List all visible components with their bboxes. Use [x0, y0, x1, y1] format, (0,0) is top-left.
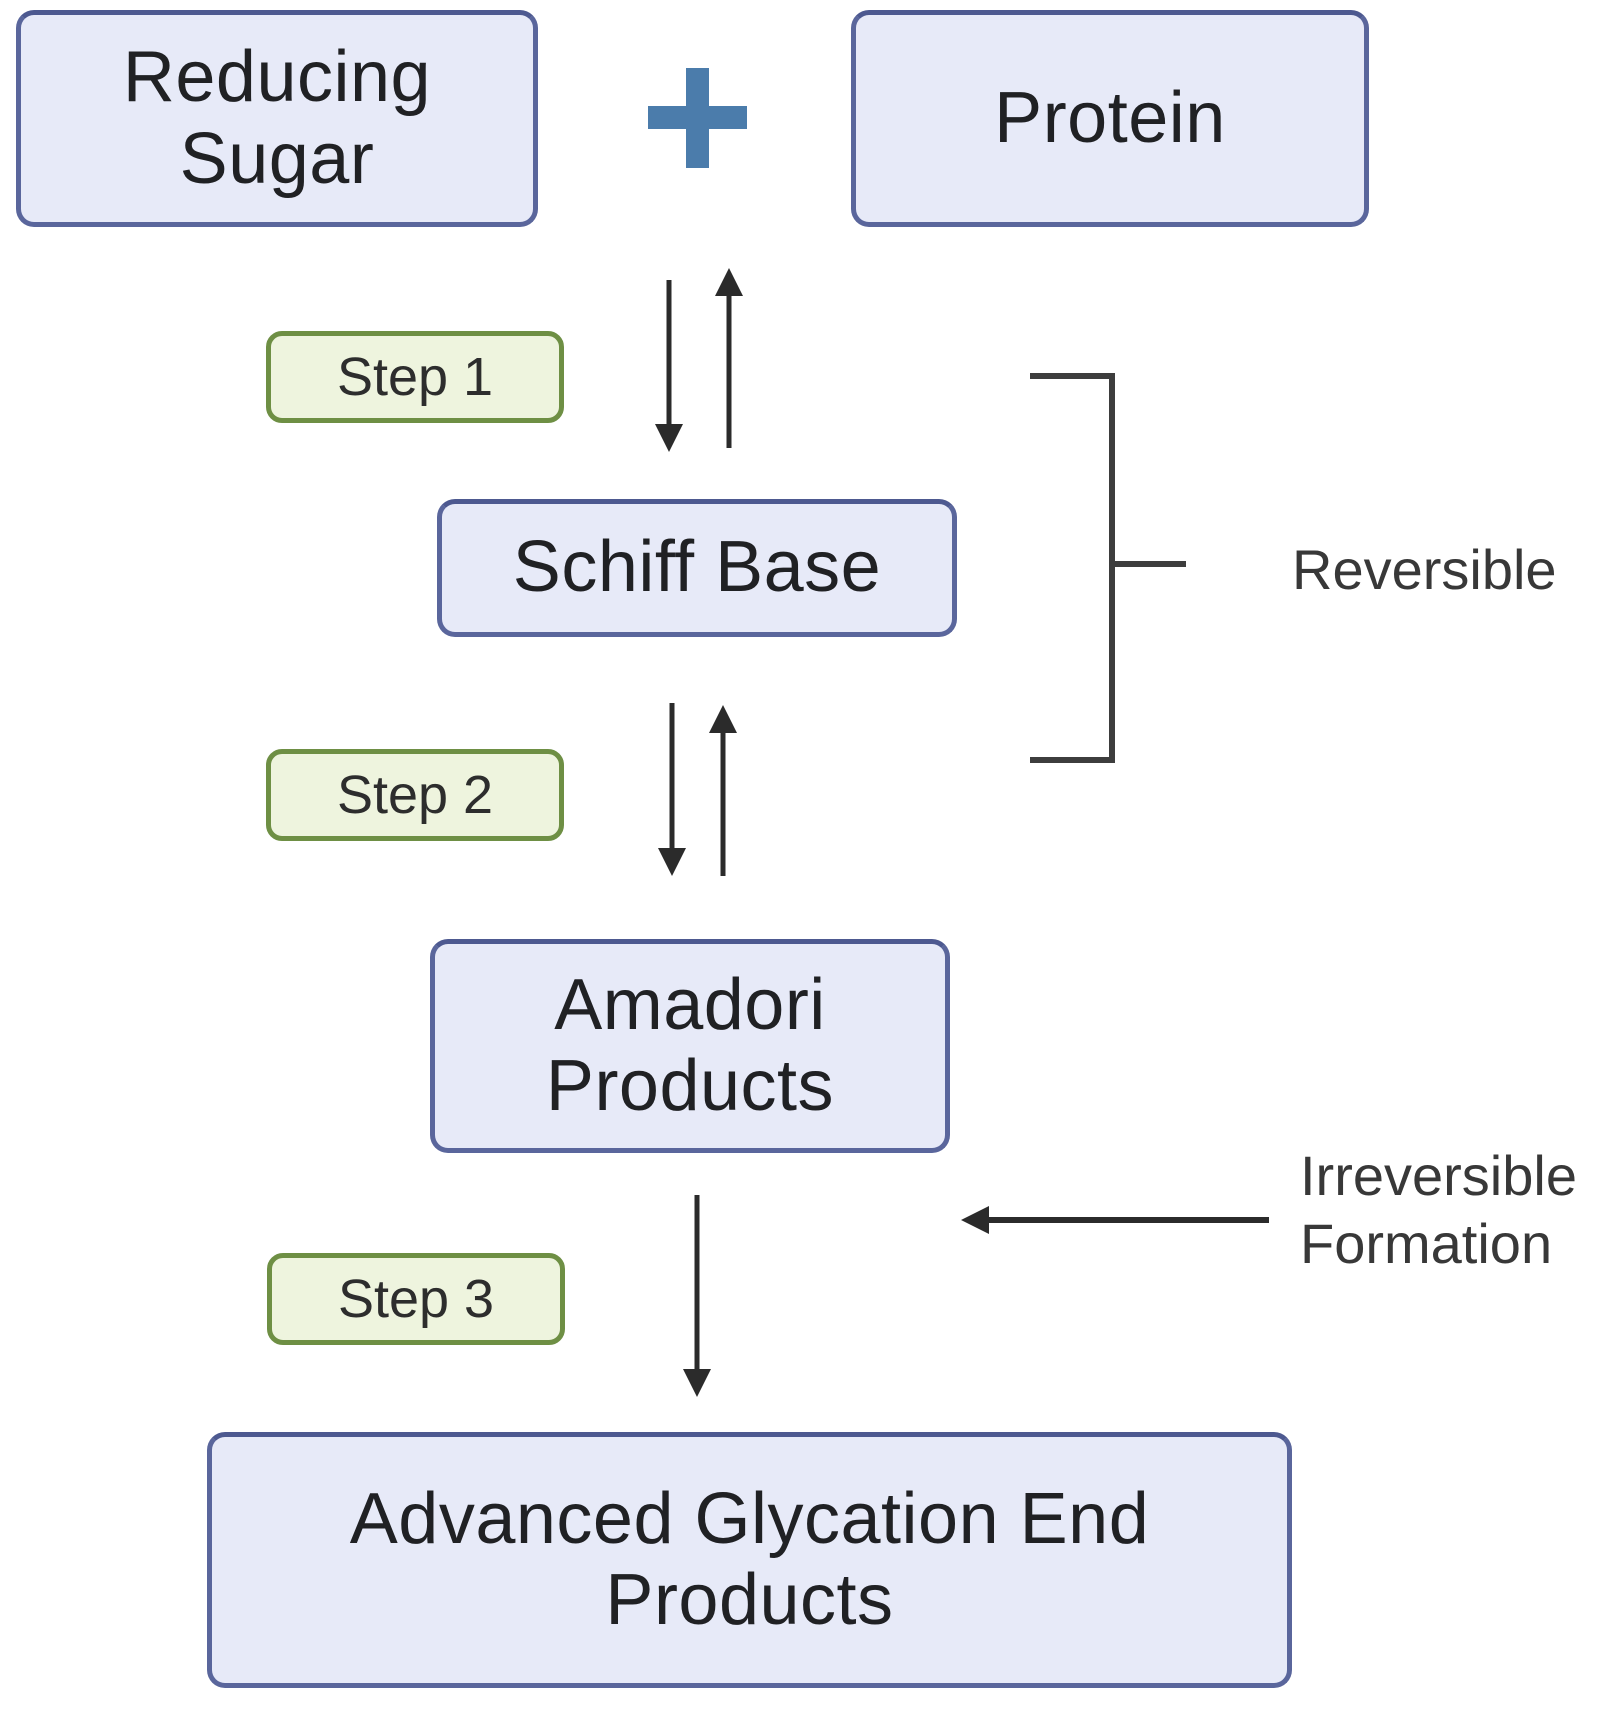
- step-3-badge: Step 3: [267, 1253, 565, 1345]
- reversible-label: Reversible: [1292, 538, 1557, 601]
- step-1-badge: Step 1: [266, 331, 564, 423]
- node-label: Schiff Base: [512, 527, 882, 608]
- plus-icon: [648, 68, 747, 168]
- step-2-badge: Step 2: [266, 749, 564, 841]
- node-amadori-products: Amadori Products: [430, 939, 950, 1153]
- node-label: Amadori Products: [545, 964, 835, 1126]
- node-protein: Protein: [851, 10, 1369, 227]
- step-label: Step 1: [336, 347, 494, 407]
- node-label: Advanced Glycation End Products: [349, 1478, 1150, 1640]
- node-label: Protein: [994, 77, 1226, 158]
- node-reducing-sugar: Reducing Sugar: [16, 10, 538, 227]
- node-advanced-glycation-end-products: Advanced Glycation End Products: [207, 1432, 1292, 1688]
- step-label: Step 3: [337, 1269, 495, 1329]
- irreversible-formation-label: Irreversible Formation: [1300, 1144, 1577, 1276]
- node-schiff-base: Schiff Base: [437, 499, 957, 637]
- step-label: Step 2: [336, 765, 494, 825]
- node-label: Reducing Sugar: [122, 37, 432, 199]
- reversible-bracket: [1030, 373, 1115, 763]
- plus-icon-vertical-bar: [686, 68, 709, 168]
